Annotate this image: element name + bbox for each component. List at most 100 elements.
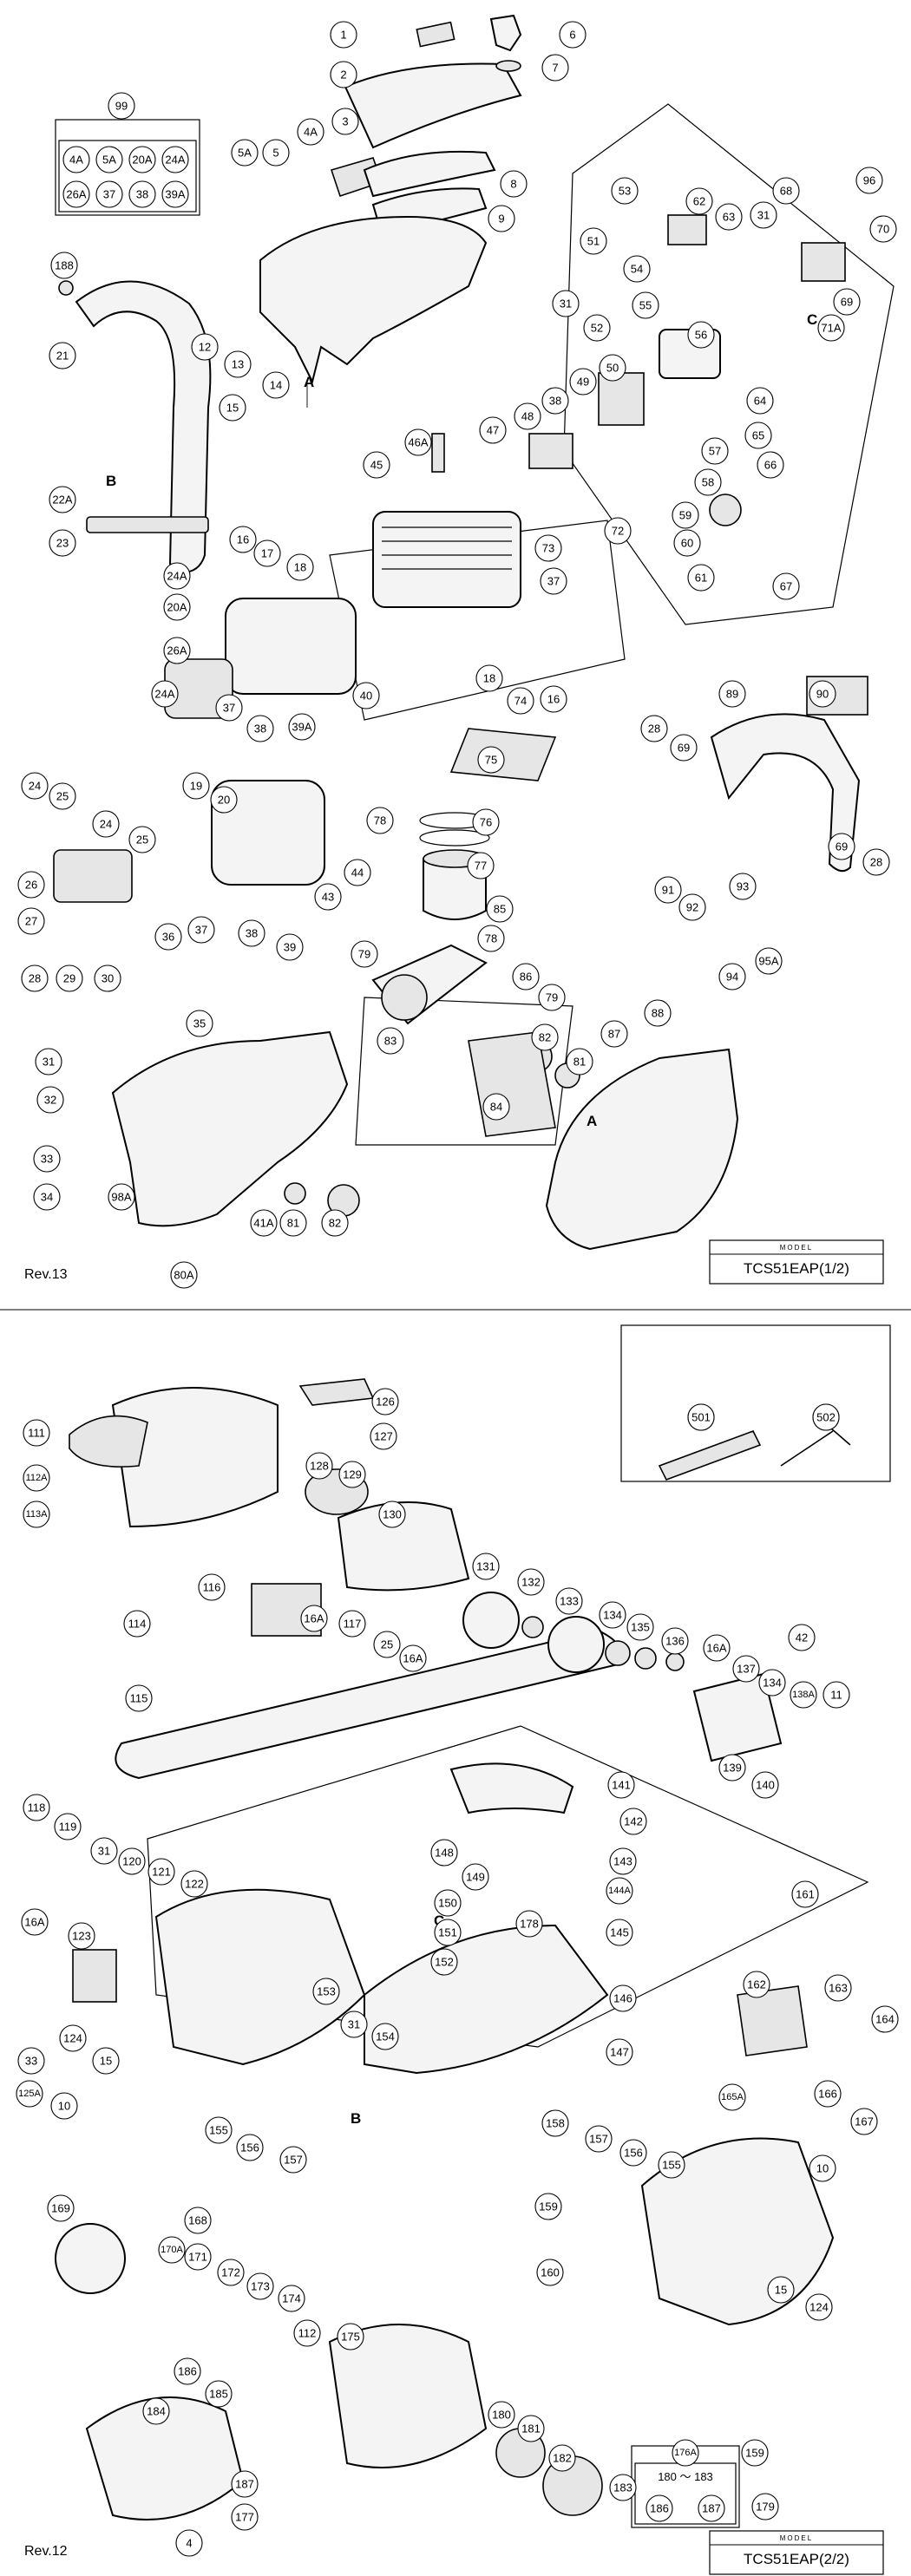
svg-text:24A: 24A — [167, 570, 187, 583]
svg-text:39A: 39A — [292, 721, 311, 734]
callout-154: 154 — [371, 2023, 399, 2050]
callout-145: 145 — [606, 1919, 633, 1946]
svg-text:116: 116 — [203, 1581, 221, 1594]
svg-text:33: 33 — [41, 1153, 53, 1166]
callout-188: 188 — [50, 252, 78, 279]
callout-58: 58 — [694, 468, 722, 496]
callout-120: 120 — [118, 1847, 146, 1875]
callout-34: 34 — [33, 1183, 61, 1211]
sheet-2: 180 ～ 183 C B Rev.12 MODEL TCS51EAP(2/2)… — [0, 1309, 911, 2575]
callout-20: 20 — [210, 786, 238, 814]
svg-text:187: 187 — [235, 2478, 254, 2491]
callout-172: 172 — [217, 2259, 245, 2286]
callout-62: 62 — [685, 187, 713, 215]
svg-text:159: 159 — [539, 2200, 558, 2213]
callout-30: 30 — [94, 964, 121, 992]
callout-182: 182 — [548, 2444, 576, 2472]
svg-text:96: 96 — [863, 174, 875, 187]
callout-146: 146 — [609, 1984, 637, 2012]
callout-124: 124 — [805, 2293, 833, 2321]
svg-text:36: 36 — [162, 931, 174, 944]
callout-122: 122 — [180, 1870, 208, 1898]
callout-84: 84 — [482, 1093, 510, 1121]
svg-text:184: 184 — [147, 2405, 166, 2418]
callout-10: 10 — [809, 2154, 836, 2182]
model-box-1: MODEL TCS51EAP(1/2) — [709, 1239, 884, 1285]
svg-text:3: 3 — [342, 115, 348, 128]
fan-cover-175 — [328, 2324, 488, 2468]
callout-83: 83 — [377, 1027, 404, 1055]
svg-text:5A: 5A — [238, 147, 252, 160]
svg-text:143: 143 — [613, 1855, 632, 1868]
svg-text:1: 1 — [340, 29, 346, 42]
svg-text:24A: 24A — [165, 154, 185, 167]
callout-5A: 5A — [231, 139, 259, 167]
svg-text:64: 64 — [754, 395, 766, 408]
svg-text:124: 124 — [809, 2301, 829, 2314]
callout-124: 124 — [59, 2024, 87, 2052]
callout-4A: 4A — [297, 118, 324, 146]
callout-48: 48 — [514, 402, 541, 430]
svg-text:52: 52 — [591, 322, 603, 335]
kit-item-38: 38 — [128, 180, 156, 208]
svg-text:111: 111 — [28, 1427, 45, 1440]
kit-item-37: 37 — [95, 180, 123, 208]
handle-nut — [58, 280, 74, 296]
callout-153: 153 — [312, 1978, 340, 2005]
callout-52: 52 — [583, 314, 611, 342]
callout-24A: 24A — [151, 680, 179, 708]
parts-box-187: 187 — [698, 2494, 725, 2522]
callout-187: 187 — [231, 2470, 259, 2498]
wrench-502 — [780, 1422, 851, 1467]
svg-text:89: 89 — [726, 688, 738, 701]
svg-text:24: 24 — [29, 780, 41, 793]
callout-166: 166 — [814, 2080, 842, 2108]
choke-lever — [667, 214, 707, 245]
callout-178: 178 — [515, 1910, 543, 1938]
callout-45: 45 — [363, 451, 390, 479]
svg-text:19: 19 — [190, 780, 202, 793]
clutch-cover-130 — [337, 1501, 470, 1592]
callout-37: 37 — [187, 916, 215, 944]
svg-text:173: 173 — [251, 2280, 270, 2293]
callout-152: 152 — [430, 1948, 458, 1976]
svg-text:15: 15 — [226, 402, 239, 415]
model-box-2: MODEL TCS51EAP(2/2) — [709, 2530, 884, 2575]
svg-text:161: 161 — [796, 1888, 815, 1901]
svg-text:137: 137 — [737, 1663, 756, 1676]
throttle-linkage — [801, 242, 846, 282]
svg-text:133: 133 — [560, 1595, 579, 1608]
callout-148: 148 — [430, 1839, 458, 1867]
callout-15: 15 — [219, 394, 246, 422]
callout-93: 93 — [729, 873, 757, 900]
callout-113A: 113A — [23, 1500, 50, 1528]
callout-134: 134 — [599, 1601, 626, 1629]
air-filter-upper — [363, 150, 496, 198]
svg-text:168: 168 — [188, 2214, 207, 2227]
svg-text:53: 53 — [619, 185, 631, 198]
svg-text:16: 16 — [237, 533, 249, 546]
svg-text:4: 4 — [186, 2537, 192, 2550]
muffler-guard — [53, 849, 133, 903]
side-case — [111, 1387, 279, 1528]
svg-text:34: 34 — [41, 1191, 53, 1204]
callout-159: 159 — [741, 2439, 769, 2467]
svg-text:33: 33 — [25, 2055, 37, 2068]
callout-164: 164 — [871, 2005, 899, 2033]
callout-55: 55 — [632, 291, 659, 319]
svg-text:146: 146 — [613, 1992, 632, 2005]
callout-5: 5 — [262, 139, 290, 167]
callout-112A: 112A — [23, 1464, 50, 1492]
callout-32: 32 — [36, 1086, 64, 1114]
svg-text:132: 132 — [521, 1576, 541, 1589]
callout-69: 69 — [670, 734, 698, 762]
callout-43: 43 — [314, 883, 342, 911]
svg-text:149: 149 — [466, 1871, 485, 1884]
svg-text:176A: 176A — [674, 2448, 697, 2458]
callout-170A: 170A — [158, 2236, 186, 2264]
svg-text:140: 140 — [756, 1779, 775, 1792]
callout-49: 49 — [569, 368, 597, 396]
svg-text:112: 112 — [298, 2327, 317, 2340]
svg-text:130: 130 — [383, 1508, 402, 1521]
accessory-box — [620, 1324, 891, 1482]
